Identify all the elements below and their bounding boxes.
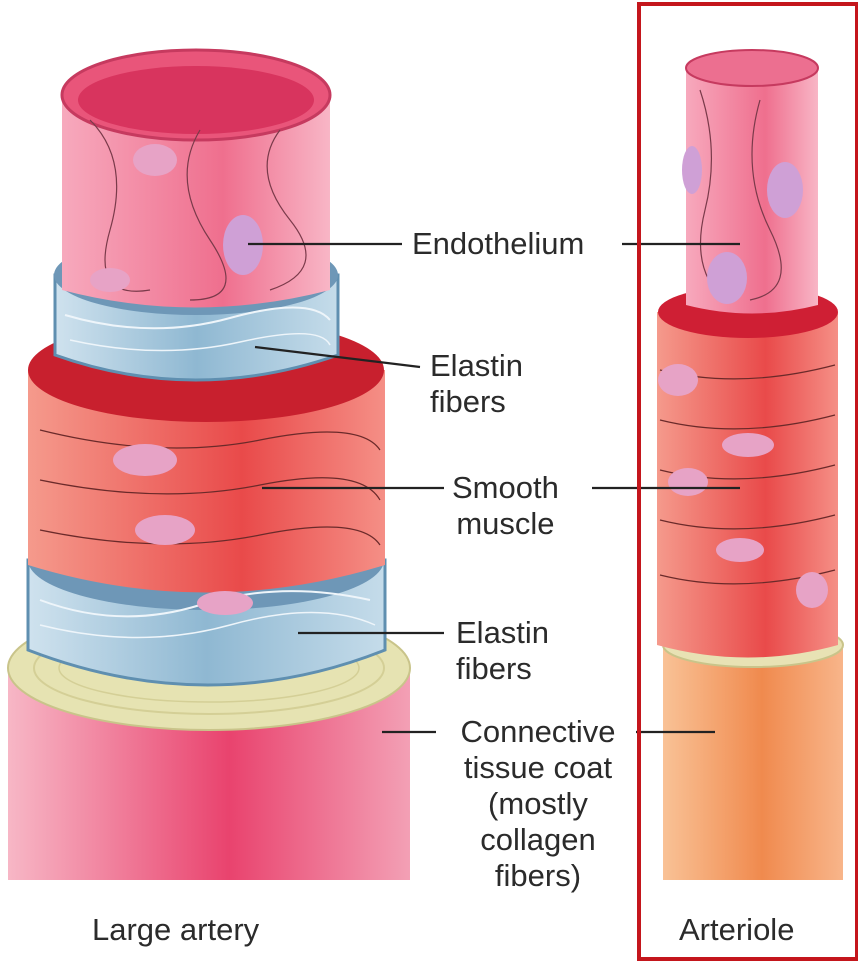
label-elastin-inner-line2: fibers [430, 384, 523, 420]
label-elastin-inner-line1: Elastin [430, 348, 523, 384]
label-smooth-muscle: Smooth muscle [452, 470, 559, 542]
label-elastin-outer-line2: fibers [456, 651, 549, 687]
label-connective-line1: Connective [442, 714, 634, 750]
large-artery [8, 50, 410, 880]
caption-arteriole: Arteriole [679, 912, 794, 948]
label-connective-line5: fibers) [442, 858, 634, 894]
label-endothelium: Endothelium [412, 226, 584, 262]
label-connective-tissue-coat: Connective tissue coat (mostly collagen … [442, 714, 634, 894]
label-smooth-muscle-line2: muscle [452, 506, 559, 542]
label-connective-line4: collagen [442, 822, 634, 858]
label-elastin-fibers-outer: Elastin fibers [456, 615, 549, 687]
label-connective-line2: tissue coat [442, 750, 634, 786]
label-elastin-outer-line1: Elastin [456, 615, 549, 651]
label-elastin-fibers-inner: Elastin fibers [430, 348, 523, 420]
label-connective-line3: (mostly [442, 786, 634, 822]
arteriole-highlight-frame [637, 2, 858, 961]
label-smooth-muscle-line1: Smooth [452, 470, 559, 506]
caption-large-artery: Large artery [92, 912, 259, 948]
